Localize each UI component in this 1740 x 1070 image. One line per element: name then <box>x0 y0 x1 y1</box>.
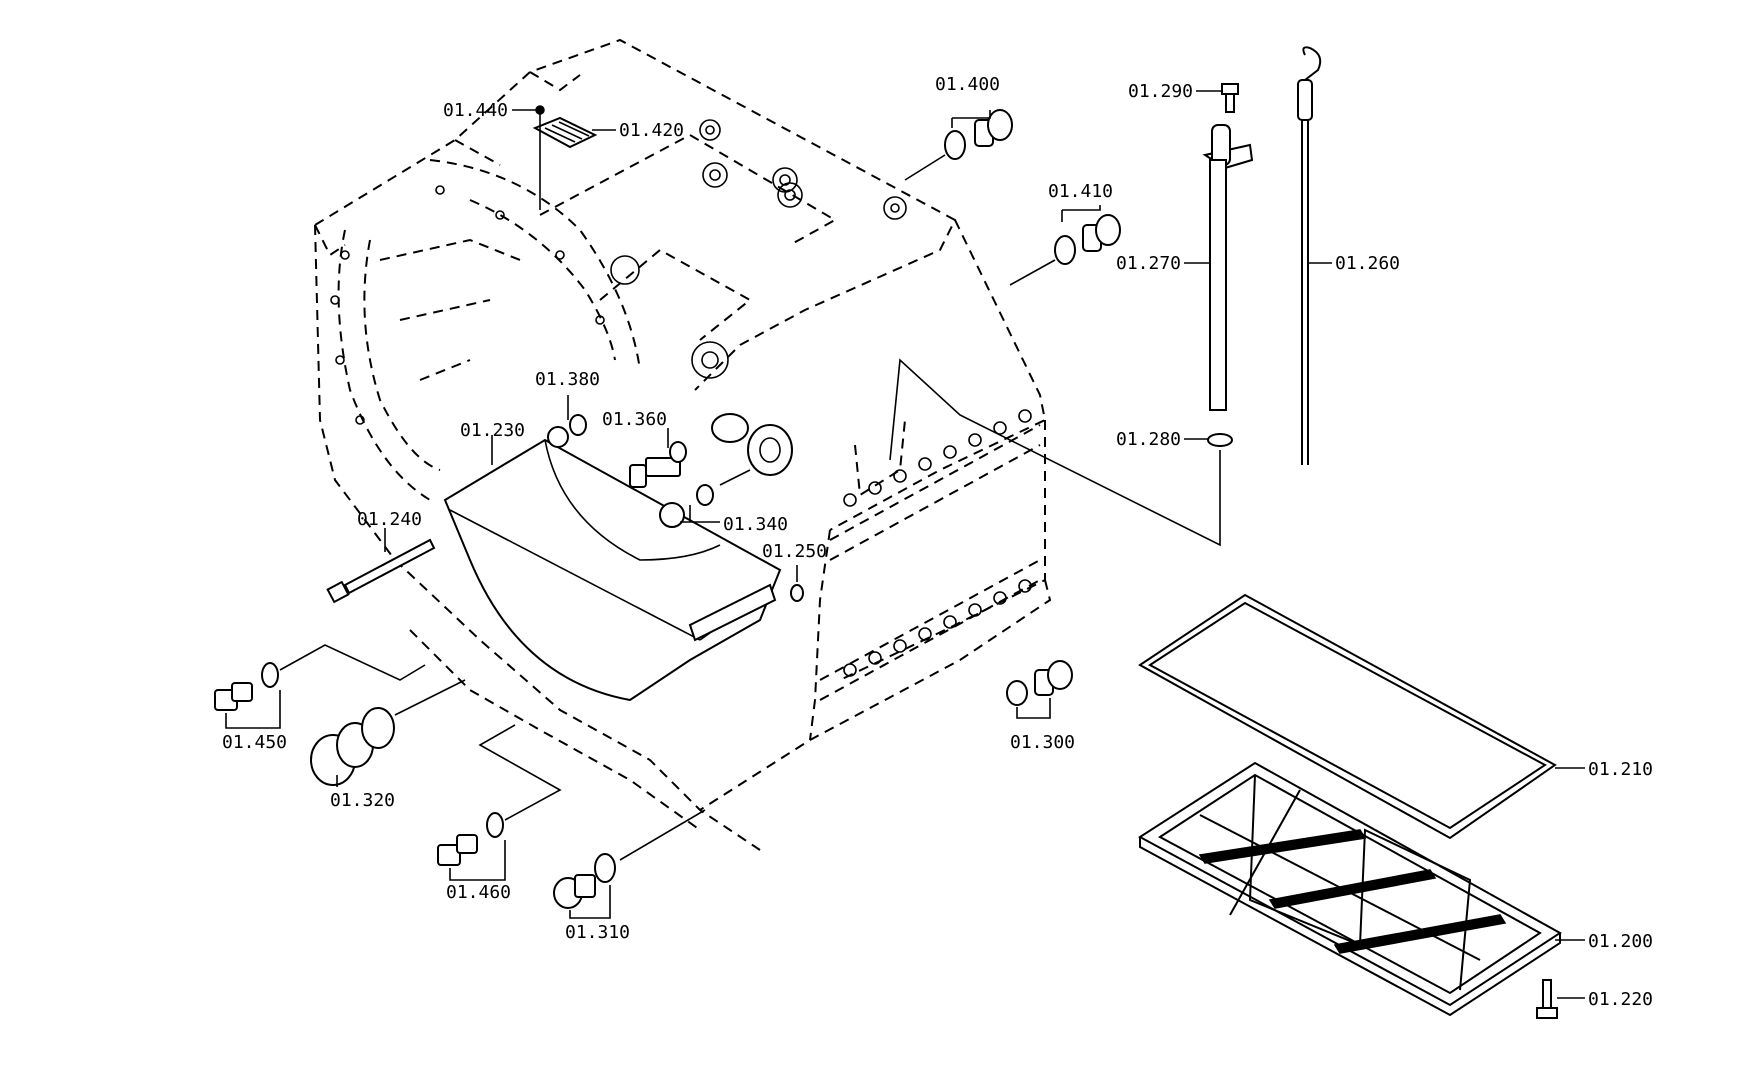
oil-pan-gasket <box>1138 593 1557 840</box>
plug-01-460 <box>437 724 562 866</box>
label-01-450: 01.450 <box>222 732 287 753</box>
dipstick-guide-tube <box>1202 124 1254 411</box>
plug-01-410 <box>1009 214 1121 286</box>
label-01-360: 01.360 <box>602 409 667 430</box>
label-01-300: 01.300 <box>1010 732 1075 753</box>
label-01-460: 01.460 <box>446 882 511 903</box>
label-01-240: 01.240 <box>357 509 422 530</box>
label-01-320: 01.320 <box>330 790 395 811</box>
label-01-410: 01.410 <box>1048 181 1113 202</box>
bolt-01-360 <box>629 441 687 488</box>
oil-pan <box>1138 761 1562 1017</box>
label-01-290: 01.290 <box>1128 81 1193 102</box>
label-01-260: 01.260 <box>1335 253 1400 274</box>
screw-01-290 <box>1221 83 1239 113</box>
housing-bolt-holes <box>330 119 1032 677</box>
pin <box>790 584 804 602</box>
plug-01-300 <box>1006 660 1073 706</box>
callout-leaders <box>225 90 1585 999</box>
cover-plate <box>443 438 782 702</box>
flange-component <box>711 413 793 476</box>
transmission-housing <box>314 38 1052 851</box>
label-01-250: 01.250 <box>762 541 827 562</box>
dipstick <box>1297 46 1322 465</box>
label-01-210: 01.210 <box>1588 759 1653 780</box>
label-01-400: 01.400 <box>935 74 1000 95</box>
long-bolt <box>326 538 436 604</box>
label-01-230: 01.230 <box>460 420 525 441</box>
label-01-440: 01.440 <box>443 100 508 121</box>
label-01-380: 01.380 <box>535 369 600 390</box>
o-ring <box>1207 433 1233 447</box>
plug-01-340 <box>659 469 751 528</box>
plug-01-310 <box>553 809 706 909</box>
label-01-200: 01.200 <box>1588 931 1653 952</box>
rivet <box>535 105 545 210</box>
bolt-01-220 <box>1536 979 1558 1019</box>
plug-01-400 <box>904 109 1013 181</box>
nut-01-380 <box>547 414 587 448</box>
label-01-310: 01.310 <box>565 922 630 943</box>
label-01-280: 01.280 <box>1116 429 1181 450</box>
name-plate <box>532 116 598 149</box>
label-01-270: 01.270 <box>1116 253 1181 274</box>
plug-01-320 <box>310 679 466 786</box>
label-01-420: 01.420 <box>619 120 684 141</box>
callout-labels: 01.440 01.420 01.400 01.410 01.290 01.27… <box>222 74 1653 1010</box>
label-01-340: 01.340 <box>723 514 788 535</box>
label-01-220: 01.220 <box>1588 989 1653 1010</box>
plug-01-450 <box>214 644 426 711</box>
tube-connection-line <box>889 358 1221 547</box>
